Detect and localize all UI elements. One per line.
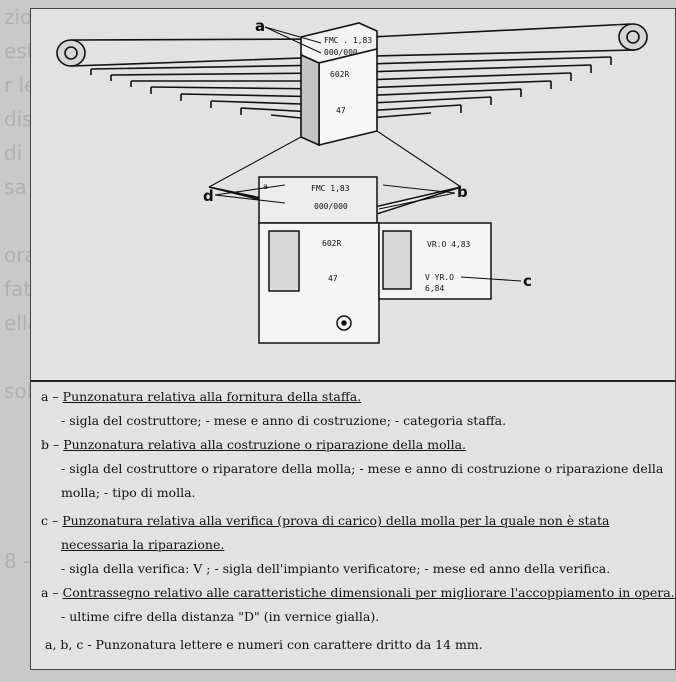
detail-block-right-line3: 6,84 [425,284,444,293]
legend-item-text: - sigla del costruttore o riparatore del… [61,461,664,476]
detail-block-left-bottom: 47 [328,274,338,283]
legend-item: b – Punzonatura relativa alla costruzion… [41,433,466,456]
detail-plate-line2: 000/000 [314,202,348,211]
legend-item-prefix: c – [41,513,63,528]
legend-item: necessaria la riparazione. [61,533,224,556]
top-block-line1: 602R [330,70,349,79]
legend-item-text: a, b, c - Punzonatura lettere e numeri c… [45,637,483,652]
legend-item-text: - ultime cifre della distanza "D" (in ve… [61,609,380,624]
legend-separator [31,380,675,382]
label-a: a [255,17,265,35]
detail-plate-mark: a [263,182,268,191]
label-b: b [457,183,468,201]
legend-item-text: - sigla del costruttore; - mese e anno d… [61,413,507,428]
projection-lines [208,130,462,188]
legend-item-prefix: a – [41,389,63,404]
detail-plate-line1: FMC 1,83 [311,184,350,193]
top-block-line2: 47 [336,106,346,115]
leaf-spring-diagram: FMC . 1,83 000/000 602R 47 a a FMC 1,83 [56,17,648,344]
detail-block-right-line2: V YR.O [425,273,454,282]
legend-item: - sigla della verifica: V ; - sigla dell… [61,557,610,580]
leader-a [264,26,322,54]
leaders-detail [214,184,522,282]
legend-item: c – Punzonatura relativa alla verifica (… [41,509,609,532]
legend-item-text: - sigla della verifica: V ; - sigla dell… [61,561,611,576]
legend-item-text: Punzonatura relativa alla verifica (prov… [62,513,610,528]
legend-item-text: necessaria la riparazione. [61,537,225,552]
label-d: d [203,187,214,205]
detail-block-left-top: 602R [322,239,341,248]
legend-item-prefix: b – [41,437,64,452]
legend-item-text: molla; - tipo di molla. [61,485,196,500]
legend-item-text: Contrassegno relativo alle caratteristic… [62,585,675,600]
detail-block-right-line1: VR.O 4,83 [427,240,471,249]
legend-item-text: Punzonatura relativa alla costruzione o … [63,437,467,452]
legend-item-prefix: a – [41,585,63,600]
legend-item: - ultime cifre della distanza "D" (in ve… [61,605,379,628]
legend-item: a, b, c - Punzonatura lettere e numeri c… [45,633,483,656]
legend-item: a – Contrassegno relativo alle caratteri… [41,581,675,604]
top-plate-line1: FMC . 1,83 [324,36,372,45]
top-plate-line2: 000/000 [324,48,358,57]
legend-item: molla; - tipo di molla. [61,481,196,504]
figure-sheet: FMC . 1,83 000/000 602R 47 a a FMC 1,83 [30,8,676,670]
legend-item: - sigla del costruttore; - mese e anno d… [61,409,506,432]
legend-item: a – Punzonatura relativa alla fornitura … [41,385,361,408]
legend-item-text: Punzonatura relativa alla fornitura dell… [62,389,362,404]
buckle-detail [208,176,492,344]
label-c: c [523,272,532,290]
legend-item: - sigla del costruttore o riparatore del… [61,457,663,480]
